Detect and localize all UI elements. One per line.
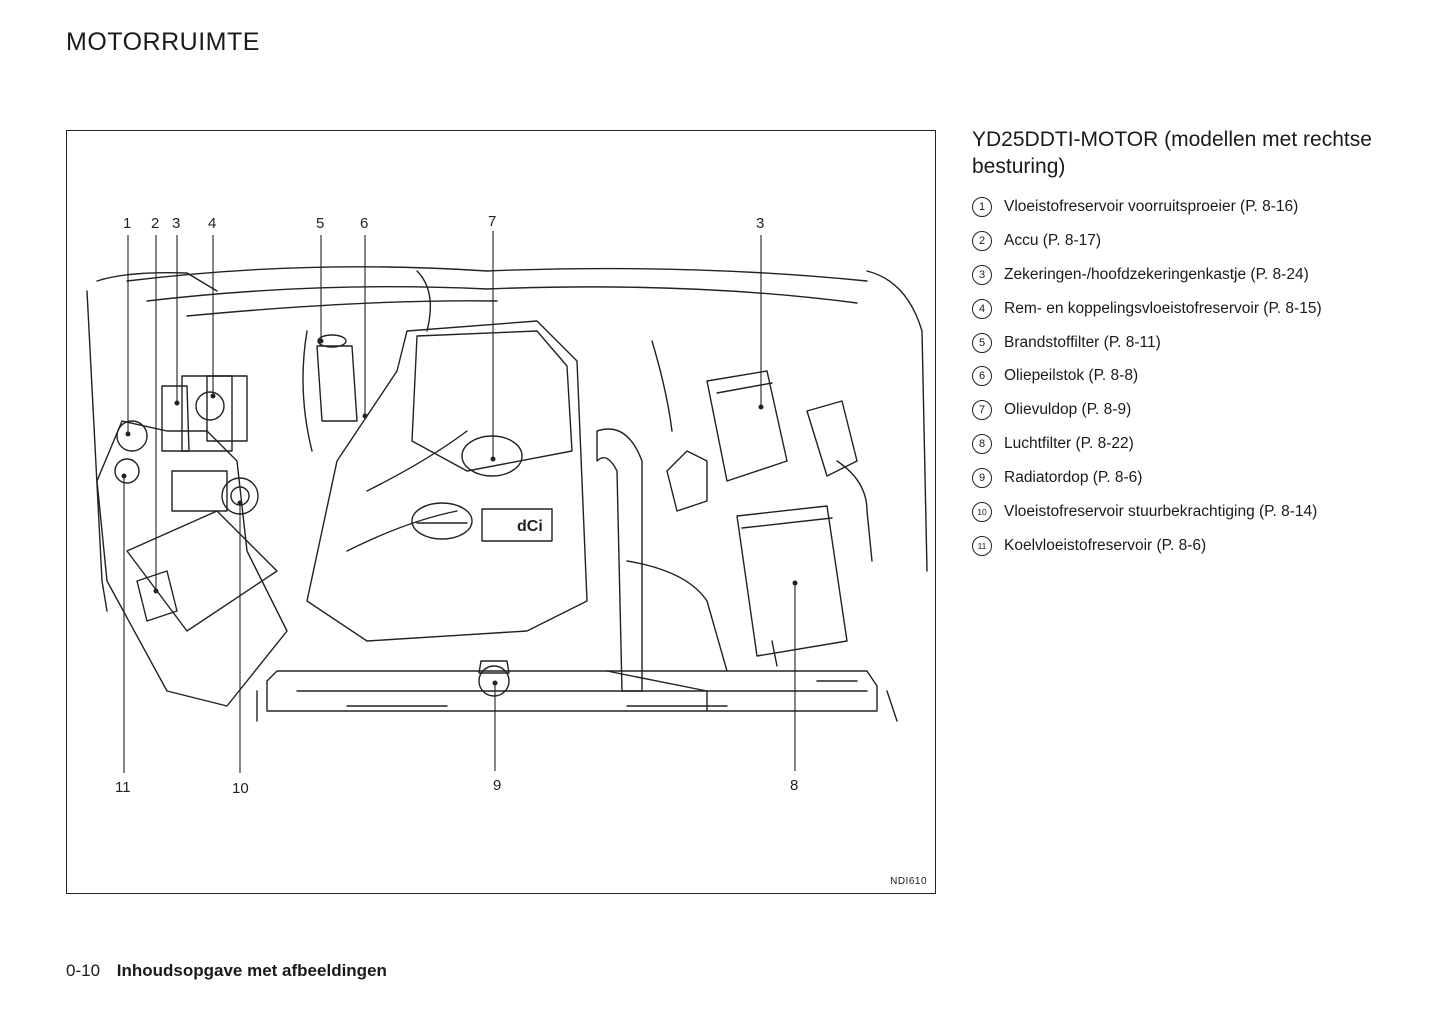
legend-text: Zekeringen-/hoofdzekeringenkastje (P. 8-…: [1004, 265, 1309, 283]
legend-item: 6 Oliepeilstok (P. 8-8): [972, 359, 1412, 393]
legend-item: 9 Radiatordop (P. 8-6): [972, 461, 1412, 495]
callout-10: 10: [232, 780, 249, 797]
legend-marker: 8: [972, 434, 992, 455]
callout-11: 11: [115, 779, 131, 796]
legend-item: 3 Zekeringen-/hoofdzekeringenkastje (P. …: [972, 258, 1412, 292]
engine-bay-illustration: dCi: [86, 231, 928, 773]
legend-marker: 7: [972, 400, 992, 421]
legend-title: YD25DDTI-MOTOR (modellen met rechtse bes…: [972, 128, 1372, 178]
legend-text: Accu (P. 8-17): [1004, 231, 1102, 249]
legend-item: 1 Vloeistofreservoir voorruitsproeier (P…: [972, 190, 1412, 224]
figure-code: NDI610: [890, 876, 927, 887]
legend-text: Koelvloeistofreservoir (P. 8-6): [1004, 536, 1207, 554]
engine-bay-figure: dCi 1 2 3 4 5 6 7 3 11 10 9 8 NDI610: [66, 130, 936, 894]
legend-marker: 6: [972, 366, 992, 387]
legend-marker: 4: [972, 298, 992, 319]
section-title: Inhoudsopgave met afbeeldingen: [116, 961, 387, 980]
legend-text: Radiatordop (P. 8-6): [1004, 469, 1143, 487]
legend-marker: 10: [972, 501, 992, 522]
legend-text: Luchtfilter (P. 8-22): [1004, 435, 1134, 453]
callout-1: 1: [123, 215, 132, 232]
legend-text: Olievuldop (P. 8-9): [1004, 401, 1132, 419]
engine-cover-badge: dCi: [517, 518, 543, 535]
legend-item: 7 Olievuldop (P. 8-9): [972, 393, 1412, 427]
callout-2: 2: [151, 215, 160, 232]
callout-3: 3: [172, 215, 181, 232]
callout-9: 9: [493, 777, 502, 794]
page-number: 0-10: [66, 961, 101, 980]
legend-item: 8 Luchtfilter (P. 8-22): [972, 427, 1412, 461]
callout-8: 8: [790, 777, 799, 794]
legend-list: 1 Vloeistofreservoir voorruitsproeier (P…: [972, 190, 1412, 563]
legend-marker: 1: [972, 196, 992, 217]
legend-item: 11 Koelvloeistofreservoir (P. 8-6): [972, 529, 1412, 563]
legend-marker: 11: [972, 535, 992, 556]
legend-marker: 3: [972, 264, 992, 285]
legend-marker: 2: [972, 230, 992, 251]
callout-6: 6: [360, 215, 369, 232]
legend-text: Brandstoffilter (P. 8-11): [1004, 333, 1161, 351]
legend-text: Rem- en koppelingsvloeistofreservoir (P.…: [1004, 299, 1322, 317]
legend-marker: 9: [972, 468, 992, 489]
legend-item: 5 Brandstoffilter (P. 8-11): [972, 326, 1412, 360]
callout-3b: 3: [756, 215, 765, 232]
callout-7: 7: [488, 213, 497, 230]
legend-marker: 5: [972, 332, 992, 353]
legend-text: Vloeistofreservoir voorruitsproeier (P. …: [1004, 197, 1299, 215]
legend-text: Oliepeilstok (P. 8-8): [1004, 367, 1139, 385]
legend: YD25DDTI-MOTOR (modellen met rechtse bes…: [972, 126, 1412, 563]
legend-item: 10 Vloeistofreservoir stuurbekrachtiging…: [972, 495, 1412, 529]
page-title: MOTORRUIMTE: [66, 28, 260, 56]
callout-5: 5: [316, 215, 325, 232]
legend-item: 4 Rem- en koppelingsvloeistofreservoir (…: [972, 292, 1412, 326]
page-footer: 0-10 Inhoudsopgave met afbeeldingen: [66, 961, 387, 981]
legend-item: 2 Accu (P. 8-17): [972, 224, 1412, 258]
legend-text: Vloeistofreservoir stuurbekrachtiging (P…: [1004, 502, 1318, 520]
callout-4: 4: [208, 215, 217, 232]
